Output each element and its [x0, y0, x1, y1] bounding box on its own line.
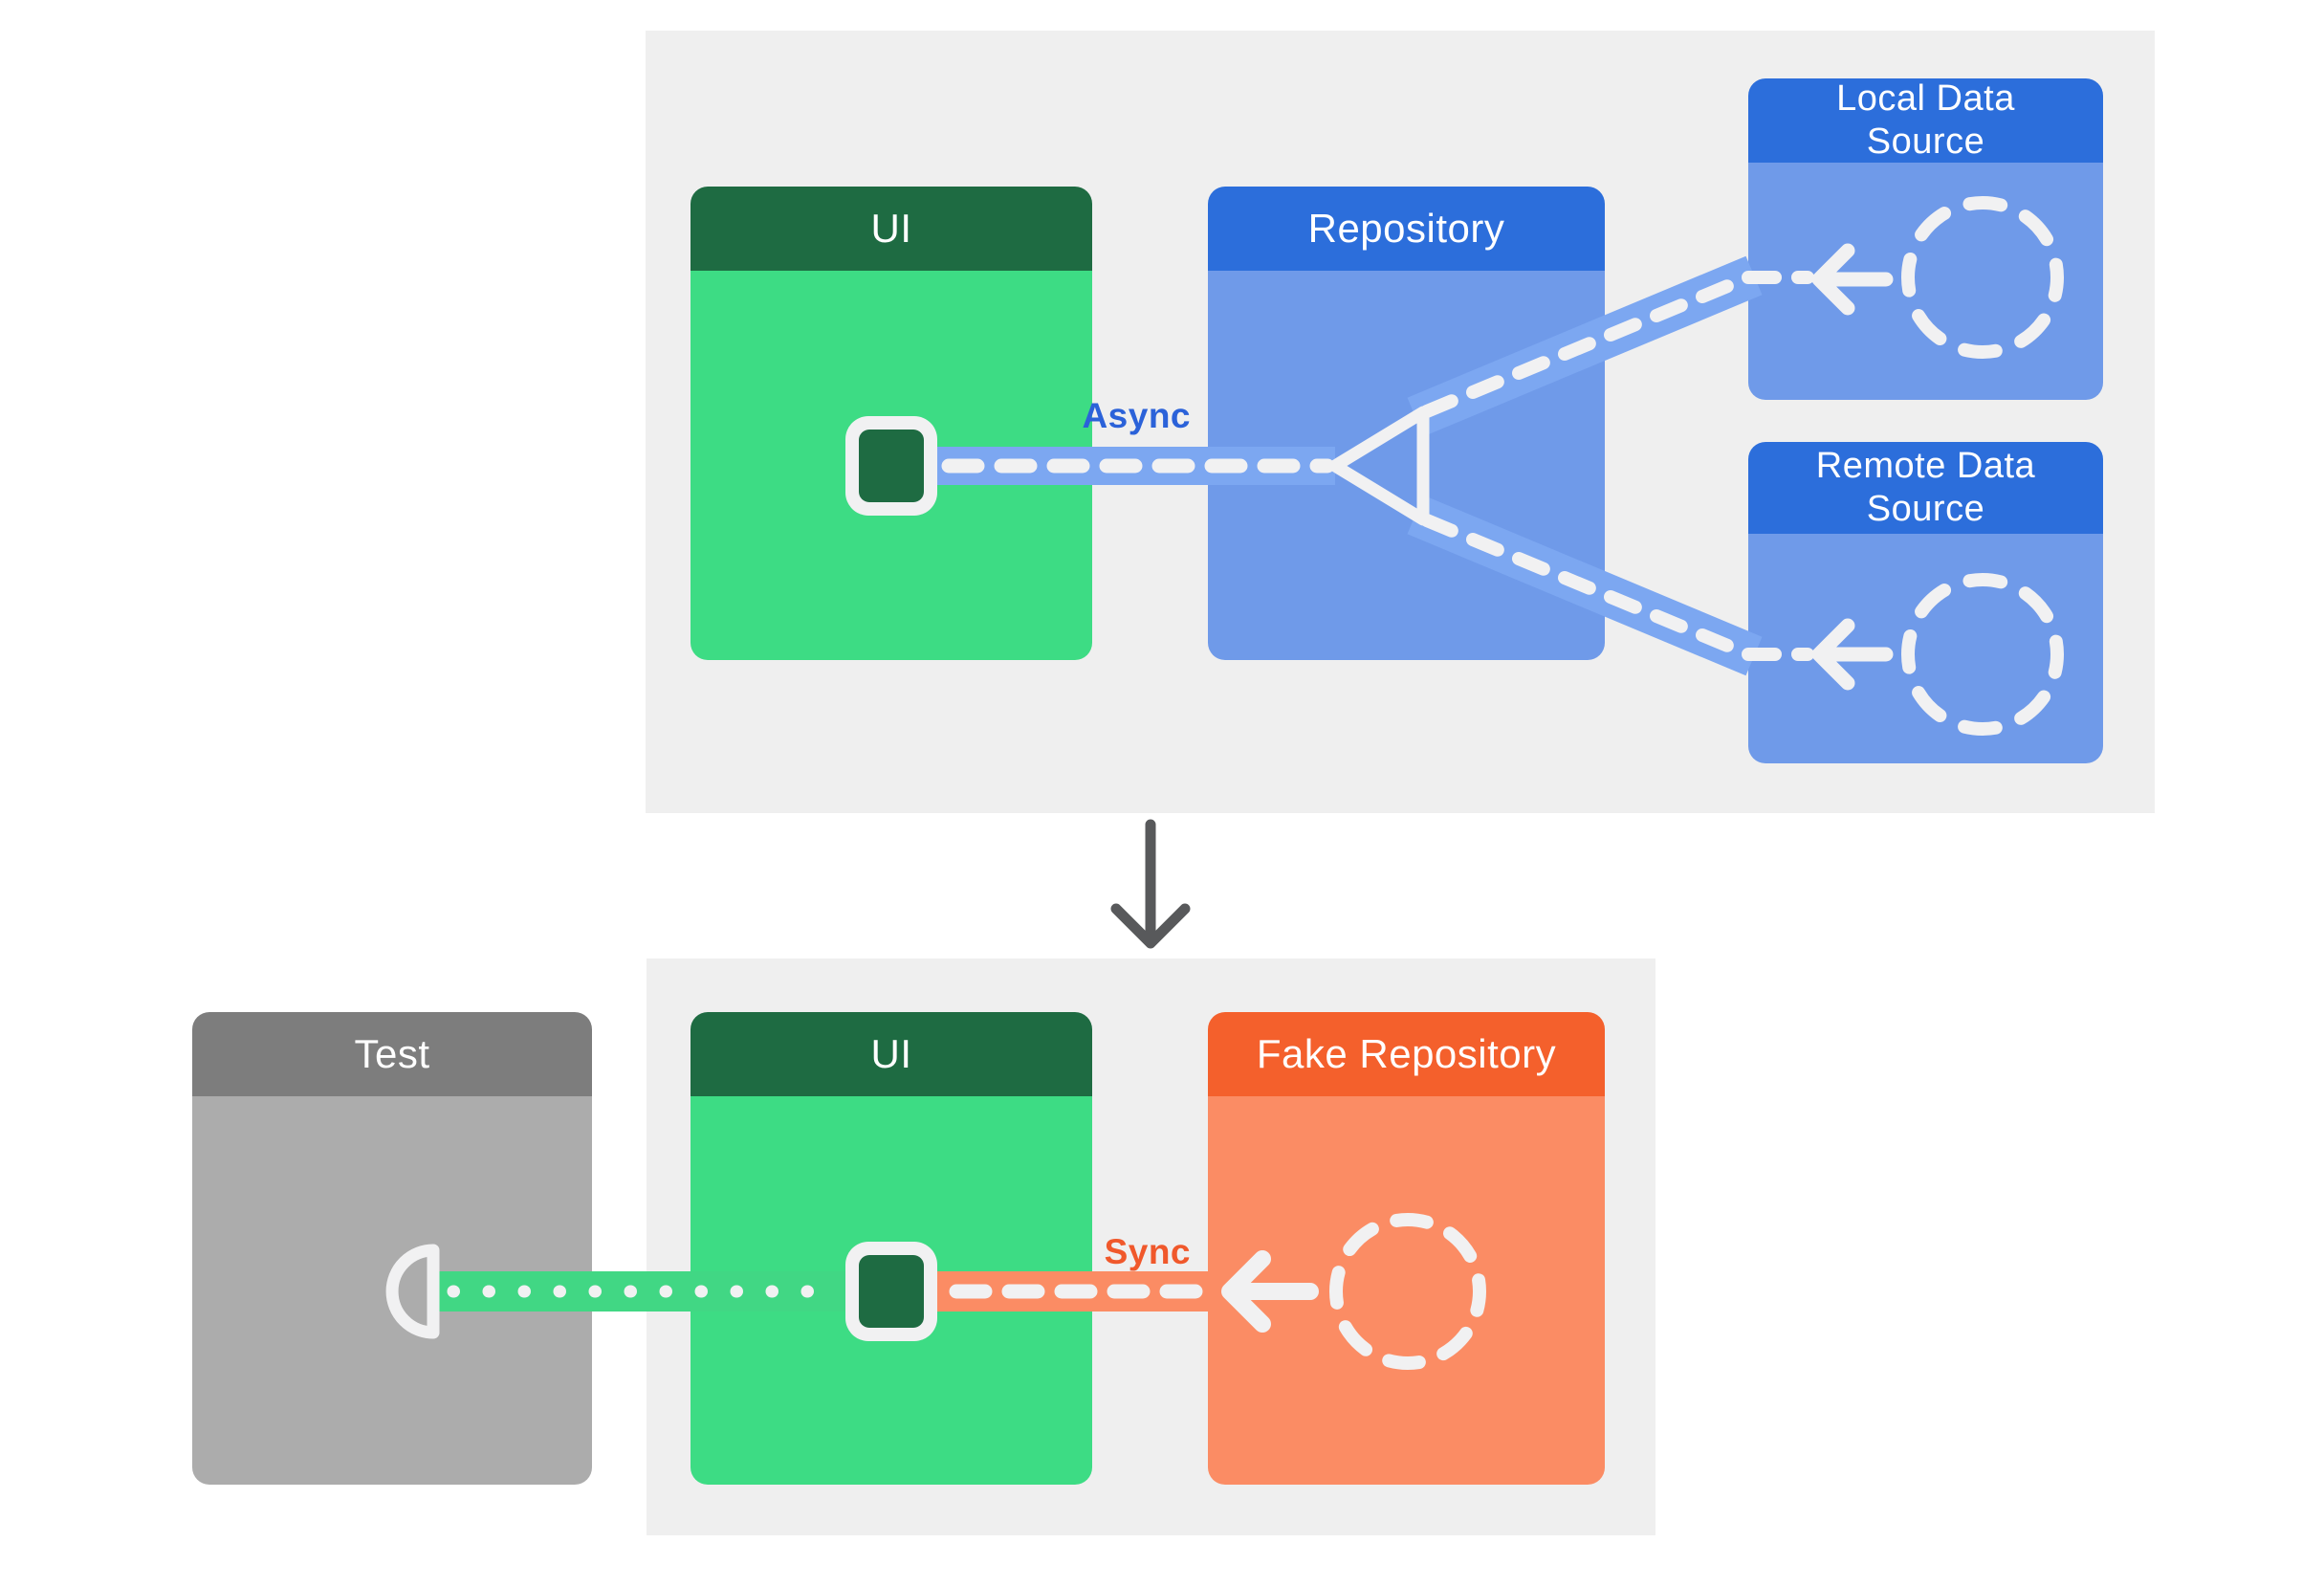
ui-box-bottom-header: UI	[691, 1012, 1092, 1096]
async-connection-label: Async	[1082, 396, 1191, 435]
remote-data-source-header: Remote Data Source	[1748, 442, 2103, 534]
remote-dashed-line	[1420, 514, 1814, 661]
fake-repository-dashed-circle-icon	[1329, 1213, 1486, 1370]
test-box-label: Test	[354, 1031, 430, 1076]
local-left-arrow-icon	[1811, 243, 1894, 316]
local-dashed-line	[1420, 271, 1814, 418]
ui-box-header: UI	[691, 187, 1092, 271]
ui-chip-inner	[859, 430, 924, 502]
test-box-header: Test	[192, 1012, 592, 1096]
sync-connection-label: Sync	[1104, 1232, 1191, 1271]
local-data-source-label: Local Data Source	[1836, 78, 2015, 162]
remote-data-source-label: Remote Data Source	[1815, 446, 2036, 529]
fake-repository-label: Fake Repository	[1256, 1031, 1557, 1076]
ui-box-bottom-label: UI	[870, 1031, 912, 1076]
ui-chip-bottom-inner	[859, 1255, 924, 1328]
repository-box-label: Repository	[1307, 206, 1505, 251]
fake-repository-left-arrow-icon	[1221, 1250, 1319, 1333]
local-data-source-header: Local Data Source	[1748, 78, 2103, 163]
local-dashed-circle-icon	[1901, 196, 2064, 359]
ui-box-label: UI	[870, 206, 912, 251]
remote-left-arrow-icon	[1811, 618, 1894, 691]
down-arrow-icon	[1110, 819, 1191, 949]
remote-dashed-circle-icon	[1901, 573, 2064, 736]
fake-repository-header: Fake Repository	[1208, 1012, 1605, 1096]
repository-box-header: Repository	[1208, 187, 1605, 271]
repository-box: Repository	[1208, 187, 1605, 660]
merge-triangle-icon	[1328, 406, 1430, 526]
remote-data-source-box: Remote Data Source	[1748, 442, 2103, 763]
test-socket-icon	[385, 1244, 440, 1339]
